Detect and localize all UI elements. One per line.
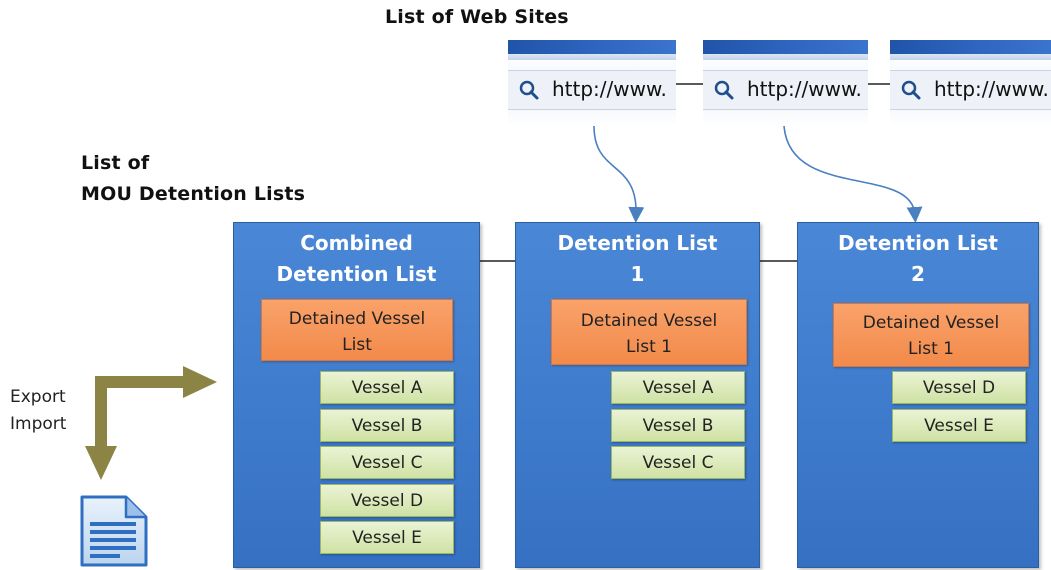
magnifier-icon [519, 80, 539, 100]
detained-vessel-list-box: Detained Vessel List 1 [833, 303, 1029, 367]
detained-vessel-list-box: Detained Vessel List [261, 299, 453, 361]
browser-url[interactable]: http://www. [552, 77, 667, 101]
vessel-item: Vessel A [611, 371, 745, 404]
browser-url[interactable]: http://www. [934, 77, 1049, 101]
document-icon[interactable] [76, 494, 152, 568]
browser-window-1: http://www. [508, 40, 676, 126]
panel-title-line1: Combined [300, 231, 413, 255]
magnifier-icon [714, 80, 734, 100]
list-label-line1: Detained Vessel [862, 313, 1000, 333]
curved-arrow-2 [783, 125, 923, 223]
vessel-item: Vessel B [611, 409, 745, 442]
vessel-item: Vessel E [320, 521, 454, 554]
detained-vessel-list-box: Detained Vessel List 1 [551, 299, 747, 365]
list-label-line2: List 1 [626, 337, 672, 357]
list-label-line1: Detained Vessel [580, 311, 718, 331]
export-import-arrow [85, 366, 217, 480]
vessel-item: Vessel E [892, 409, 1026, 442]
import-label: Import [10, 414, 67, 434]
mou-heading-line1: List of [81, 152, 150, 174]
vessel-item: Vessel C [611, 446, 745, 479]
panel-title-line2: Detention List [276, 262, 437, 286]
combined-detention-list-panel: Combined Detention List Detained Vessel … [233, 222, 480, 568]
list-label-line1: Detained Vessel [288, 309, 426, 329]
list-label-line2: List 1 [908, 339, 954, 359]
export-label: Export [10, 387, 66, 407]
detention-list-2-panel: Detention List 2 Detained Vessel List 1 … [797, 222, 1039, 568]
browser-window-2: http://www. [703, 40, 868, 126]
vessel-item: Vessel D [892, 371, 1026, 404]
vessel-item: Vessel B [320, 409, 454, 442]
curved-arrow-1 [593, 125, 645, 223]
panel-title-line2: 2 [911, 262, 925, 286]
panel-title-line2: 1 [630, 262, 645, 286]
vessel-item: Vessel C [320, 446, 454, 479]
panel-title-line1: Detention List [838, 231, 998, 255]
list-label-line2: List [342, 335, 372, 355]
mou-heading-line2: MOU Detention Lists [81, 183, 306, 205]
detention-list-1-panel: Detention List 1 Detained Vessel List 1 … [515, 222, 760, 568]
browser-window-3: http://www. [890, 40, 1051, 126]
vessel-item: Vessel A [320, 371, 454, 404]
vessel-item: Vessel D [320, 484, 454, 517]
panel-title-line1: Detention List [557, 231, 718, 255]
browser-url[interactable]: http://www. [747, 77, 862, 101]
magnifier-icon [901, 80, 921, 100]
web-sites-heading: List of Web Sites [385, 6, 569, 28]
